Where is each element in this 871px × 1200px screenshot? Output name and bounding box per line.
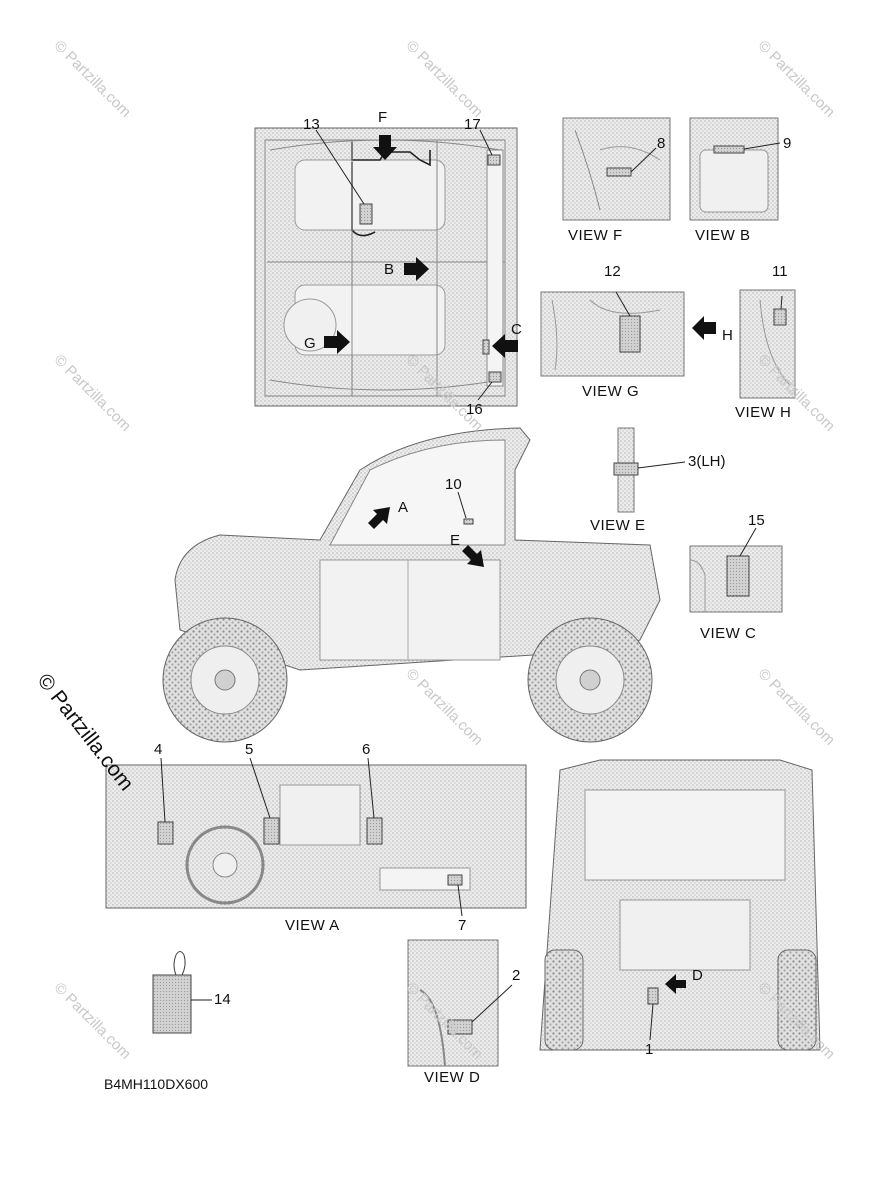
callout-12: 12 (604, 263, 621, 280)
view-f-caption: VIEW F (568, 227, 623, 244)
arrow-label-b: B (384, 261, 395, 278)
view-c-caption: VIEW C (700, 625, 757, 642)
callout-6: 6 (362, 741, 371, 758)
view-h-caption: VIEW H (735, 404, 792, 421)
view-b-caption: VIEW B (695, 227, 751, 244)
arrow-label-a: A (398, 499, 409, 516)
view-a-caption: VIEW A (285, 917, 340, 934)
diagram-code: B4MH110DX600 (104, 1076, 209, 1092)
arrow-label-d: D (692, 967, 703, 984)
callout-2: 2 (512, 967, 521, 984)
callout-14: 14 (214, 991, 231, 1008)
arrow-label-f: F (378, 109, 388, 126)
callout-1: 1 (645, 1041, 654, 1058)
callout-16: 16 (466, 401, 483, 418)
view-g-caption: VIEW G (582, 383, 640, 400)
callout-11: 11 (772, 263, 788, 280)
view-e-caption: VIEW E (590, 517, 646, 534)
callout-13: 13 (303, 116, 320, 133)
callout-10: 10 (445, 476, 462, 493)
rear-view-illustration (539, 759, 821, 1051)
arrow-label-h: H (722, 327, 733, 344)
side-view-illustration (162, 427, 661, 743)
callout-8: 8 (657, 135, 666, 152)
callout-5: 5 (245, 741, 254, 758)
arrow-label-e: E (450, 532, 461, 549)
callout-7: 7 (458, 917, 467, 934)
arrow-label-c: C (511, 321, 522, 338)
callout-3: 3(LH) (688, 453, 726, 470)
arrow-label-g: G (304, 335, 316, 352)
callout-17: 17 (464, 116, 481, 133)
callout-4: 4 (154, 741, 163, 758)
callout-9: 9 (783, 135, 792, 152)
view-d-caption: VIEW D (424, 1069, 481, 1086)
callout-15: 15 (748, 512, 765, 529)
top-view-illustration (254, 127, 518, 407)
